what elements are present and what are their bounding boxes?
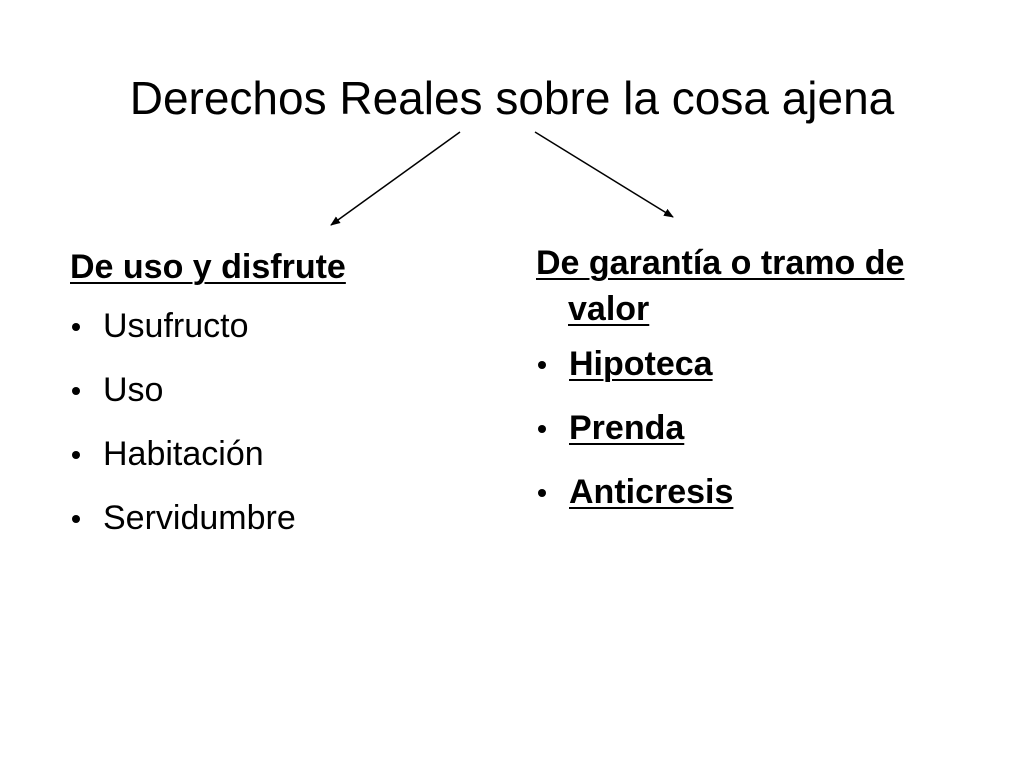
bullet-icon bbox=[72, 323, 80, 331]
right-list-item: Anticresis bbox=[536, 470, 976, 514]
bullet-icon bbox=[538, 489, 546, 497]
left-column: De uso y disfrute Usufructo Uso Habitaci… bbox=[70, 244, 450, 560]
slide-title: Derechos Reales sobre la cosa ajena bbox=[129, 72, 895, 124]
left-list-item: Servidumbre bbox=[70, 496, 450, 540]
left-list-item: Usufructo bbox=[70, 304, 450, 348]
right-column: De garantía o tramo de valor Hipoteca Pr… bbox=[536, 240, 976, 534]
left-list-item: Habitación bbox=[70, 432, 450, 476]
right-item-text: Prenda bbox=[569, 409, 685, 447]
left-list-item: Uso bbox=[70, 368, 450, 412]
arrow-right bbox=[534, 131, 674, 218]
bullet-icon bbox=[72, 451, 80, 459]
left-heading: De uso y disfrute bbox=[70, 248, 346, 286]
left-item-text: Usufructo bbox=[103, 307, 249, 345]
bullet-icon bbox=[538, 361, 546, 369]
bullet-icon bbox=[72, 515, 80, 523]
left-list: Usufructo Uso Habitación Servidumbre bbox=[70, 304, 450, 540]
left-item-text: Habitación bbox=[103, 435, 264, 473]
left-item-text: Uso bbox=[103, 371, 164, 409]
right-list-item: Hipoteca bbox=[536, 342, 976, 386]
bullet-icon bbox=[72, 387, 80, 395]
right-heading: De garantía o tramo de valor bbox=[536, 244, 905, 328]
bullet-icon bbox=[538, 425, 546, 433]
left-item-text: Servidumbre bbox=[103, 499, 296, 537]
right-item-text: Hipoteca bbox=[569, 345, 713, 383]
right-list-item: Prenda bbox=[536, 406, 976, 450]
right-item-text: Anticresis bbox=[569, 473, 734, 511]
arrow-left bbox=[330, 131, 461, 226]
right-list: Hipoteca Prenda Anticresis bbox=[536, 342, 976, 514]
